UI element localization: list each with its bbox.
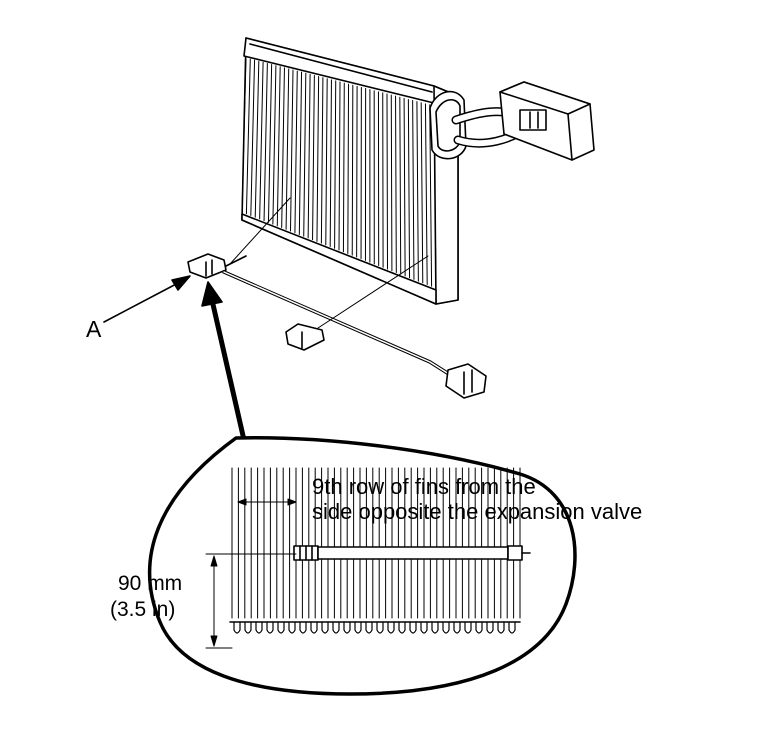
fin-row-note: 9th row of fins from the side opposite t… [312,474,642,524]
fin-row-note-line2: side opposite the expansion valve [312,499,643,524]
detail-pointer-arrow [201,281,247,443]
evaporator-core [241,37,459,305]
measurement-mm: 90 mm [118,572,183,595]
detail-view [147,436,577,696]
expansion-valve-assembly [429,81,595,161]
callout-a-label: A [86,316,102,342]
thermistor-harness [187,197,487,399]
fin-row-note-line1: 9th row of fins from the [312,474,536,499]
callout-a-arrow [103,275,191,323]
measurement-in: (3.5 in) [110,598,176,621]
evaporator-fins [241,57,437,289]
detail-fin-rows [231,467,521,619]
